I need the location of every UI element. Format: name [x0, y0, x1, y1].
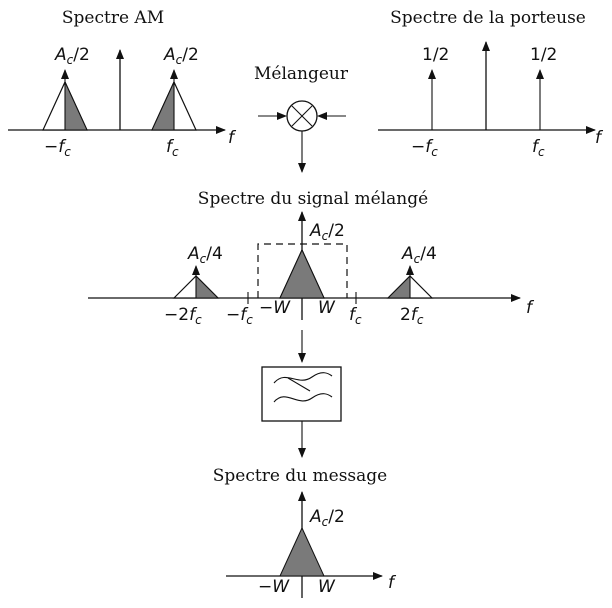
mixed-amp-label-left: Ac/4: [187, 244, 223, 266]
carrier-axis-label: f: [595, 128, 604, 148]
am-band-left-shade: [64, 81, 88, 131]
am-spectrum-title: Spectre AM: [62, 8, 164, 28]
am-tick-minus-fc: −fc: [44, 137, 71, 159]
am-tick-fc: fc: [166, 137, 179, 159]
carrier-spectrum-plot: 1/2 1/2 −fc fc f: [378, 41, 604, 159]
mixed-tick-label-fc: fc: [349, 305, 362, 327]
multiply-icon-stroke-b: [291, 105, 313, 127]
lowpass-filter-icon: [261, 366, 342, 422]
mixed-amp-label-center: Ac/2: [309, 221, 345, 243]
am-amp-label-right: Ac/2: [163, 45, 199, 67]
am-amp-label-left: Ac/2: [54, 45, 90, 67]
mixed-tick-label-minus-W: −W: [259, 298, 291, 318]
am-axis-label: f: [228, 128, 237, 148]
mixed-band-baseband-shade: [279, 248, 325, 299]
mixed-band-plus-2fc-shade: [386, 274, 411, 299]
message-spectrum-title: Spectre du message: [213, 466, 387, 486]
mixer-title: Mélangeur: [254, 64, 349, 84]
message-tick-label-minus-W: −W: [258, 577, 290, 597]
carrier-amp-label-left: 1/2: [422, 45, 449, 65]
mixed-tick-label-minus-2fc: −2fc: [164, 305, 202, 327]
message-amp-label: Ac/2: [309, 507, 345, 529]
message-tick-label-W: W: [318, 577, 336, 597]
carrier-amp-label-right: 1/2: [530, 45, 557, 65]
mixed-band-minus-2fc-shade: [195, 274, 220, 299]
carrier-tick-minus-fc: −fc: [411, 137, 438, 159]
mixed-amp-label-right: Ac/4: [401, 244, 437, 266]
message-axis-label: f: [388, 573, 397, 593]
message-band: [279, 526, 325, 577]
lowpass-passband-box: [257, 243, 348, 298]
filter-wave-bottom: [273, 393, 333, 403]
mixer-block: [258, 100, 346, 173]
mixed-tick-label-2fc: 2fc: [400, 305, 424, 327]
mixed-spectrum-plot: Ac/4 Ac/2 Ac/4 −2fc −fc −W W fc 2fc f: [88, 211, 535, 327]
carrier-tick-fc: fc: [532, 137, 545, 159]
filter-stroke: [287, 377, 311, 392]
message-spectrum-plot: Ac/2 −W W f: [226, 491, 397, 598]
mixed-spectrum-title: Spectre du signal mélangé: [198, 189, 428, 209]
filter-block: [261, 330, 342, 458]
mixed-tick-label-minus-fc: −fc: [226, 305, 253, 327]
mixed-tick-label-W: W: [318, 298, 336, 318]
filter-wave-top: [273, 372, 333, 384]
am-band-right-shade: [151, 81, 175, 131]
mixed-axis-label: f: [526, 298, 535, 318]
am-spectrum-plot: Ac/2 Ac/2 −fc fc f: [8, 45, 237, 159]
carrier-spectrum-title: Spectre de la porteuse: [390, 8, 586, 28]
